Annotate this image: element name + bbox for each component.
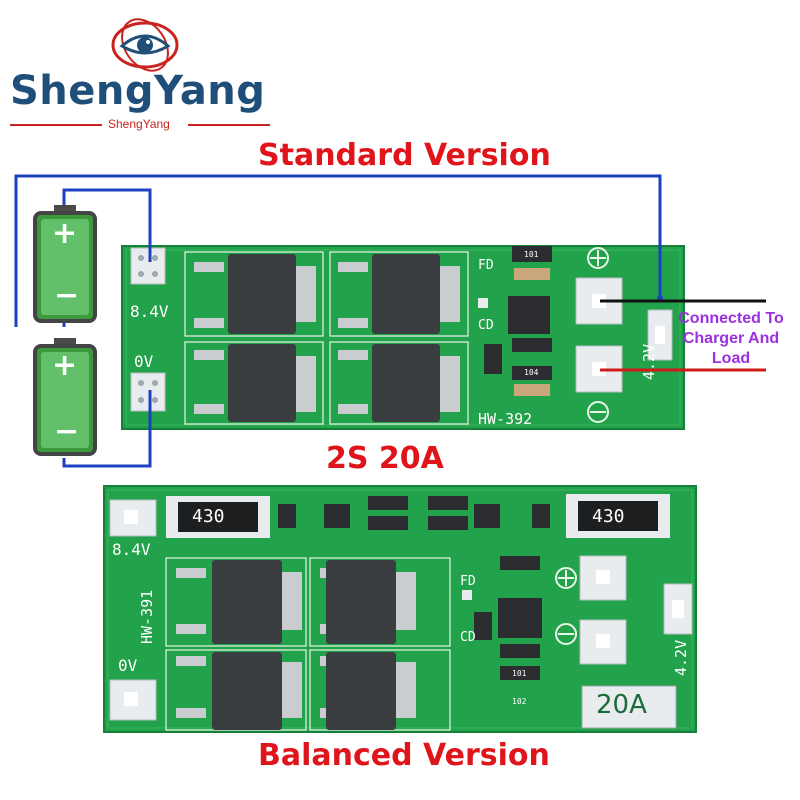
- std-label-model: HW-392: [478, 410, 533, 428]
- standard-version-title: Standard Version: [258, 138, 551, 173]
- std-label-0v: 0V: [134, 352, 154, 371]
- balanced-board-diagram: [103, 485, 697, 733]
- brand-name: ShengYang: [10, 68, 266, 114]
- battery-top: [33, 205, 97, 323]
- balanced-version-title: Balanced Version: [258, 738, 550, 773]
- eye-logo-icon: [111, 18, 179, 72]
- battery-bottom-plus: +: [52, 348, 78, 383]
- bal-rating-label: 20A: [596, 690, 647, 720]
- standard-board-diagram: [14, 174, 766, 468]
- std-label-r101: 101: [524, 250, 539, 259]
- bal-mosfet-2: [320, 560, 416, 644]
- note-line-3: Load: [711, 350, 751, 367]
- pad-84v: [130, 247, 166, 285]
- battery-bottom: [33, 338, 97, 456]
- bal-label-r101: 101: [512, 669, 527, 678]
- bal-label-r102: 102: [512, 697, 527, 706]
- bal-label-42v: 4.2V: [672, 639, 690, 676]
- note-line-2: Charger And: [682, 330, 780, 347]
- battery-bottom-minus: −: [54, 414, 80, 449]
- brand-rule-left: [10, 124, 102, 126]
- brand-subtitle: ShengYang: [104, 117, 174, 131]
- note-line-1: Connected To: [678, 310, 784, 327]
- bal-label-84v: 8.4V: [112, 540, 151, 559]
- std-label-84v: 8.4V: [130, 302, 169, 321]
- battery-top-minus: −: [54, 278, 80, 313]
- brand-rule-right: [188, 124, 270, 126]
- std-label-42v: 4.2V: [640, 343, 658, 380]
- connection-note: Connected To Charger And Load: [664, 309, 798, 369]
- model-title: 2S 20A: [326, 441, 444, 476]
- bal-protection-ic: [498, 598, 542, 638]
- bal-label-cd: CD: [460, 630, 476, 645]
- brand-logo: [111, 18, 179, 72]
- mosfet-4: [338, 344, 460, 422]
- bal-mosfet-4: [320, 652, 416, 730]
- pad-0v: [130, 372, 166, 412]
- mosfet-2: [338, 254, 460, 334]
- std-label-fd: FD: [478, 258, 494, 273]
- rating-box: [581, 685, 677, 729]
- bal-label-model: HW-391: [138, 589, 156, 644]
- std-label-cd: CD: [478, 318, 494, 333]
- bal-mosfet-3: [176, 652, 302, 730]
- bal-label-0v: 0V: [118, 656, 138, 675]
- bal-resistor-left-label: 430: [192, 506, 225, 527]
- bal-resistor-right-label: 430: [592, 506, 625, 527]
- protection-ic: [508, 296, 550, 334]
- battery-top-plus: +: [52, 216, 78, 251]
- mosfet-1: [194, 254, 316, 334]
- bal-label-fd: FD: [460, 574, 476, 589]
- bal-mosfet-1: [176, 560, 302, 644]
- std-label-r104: 104: [524, 368, 539, 377]
- mosfet-3: [194, 344, 316, 422]
- wiring: [14, 174, 662, 468]
